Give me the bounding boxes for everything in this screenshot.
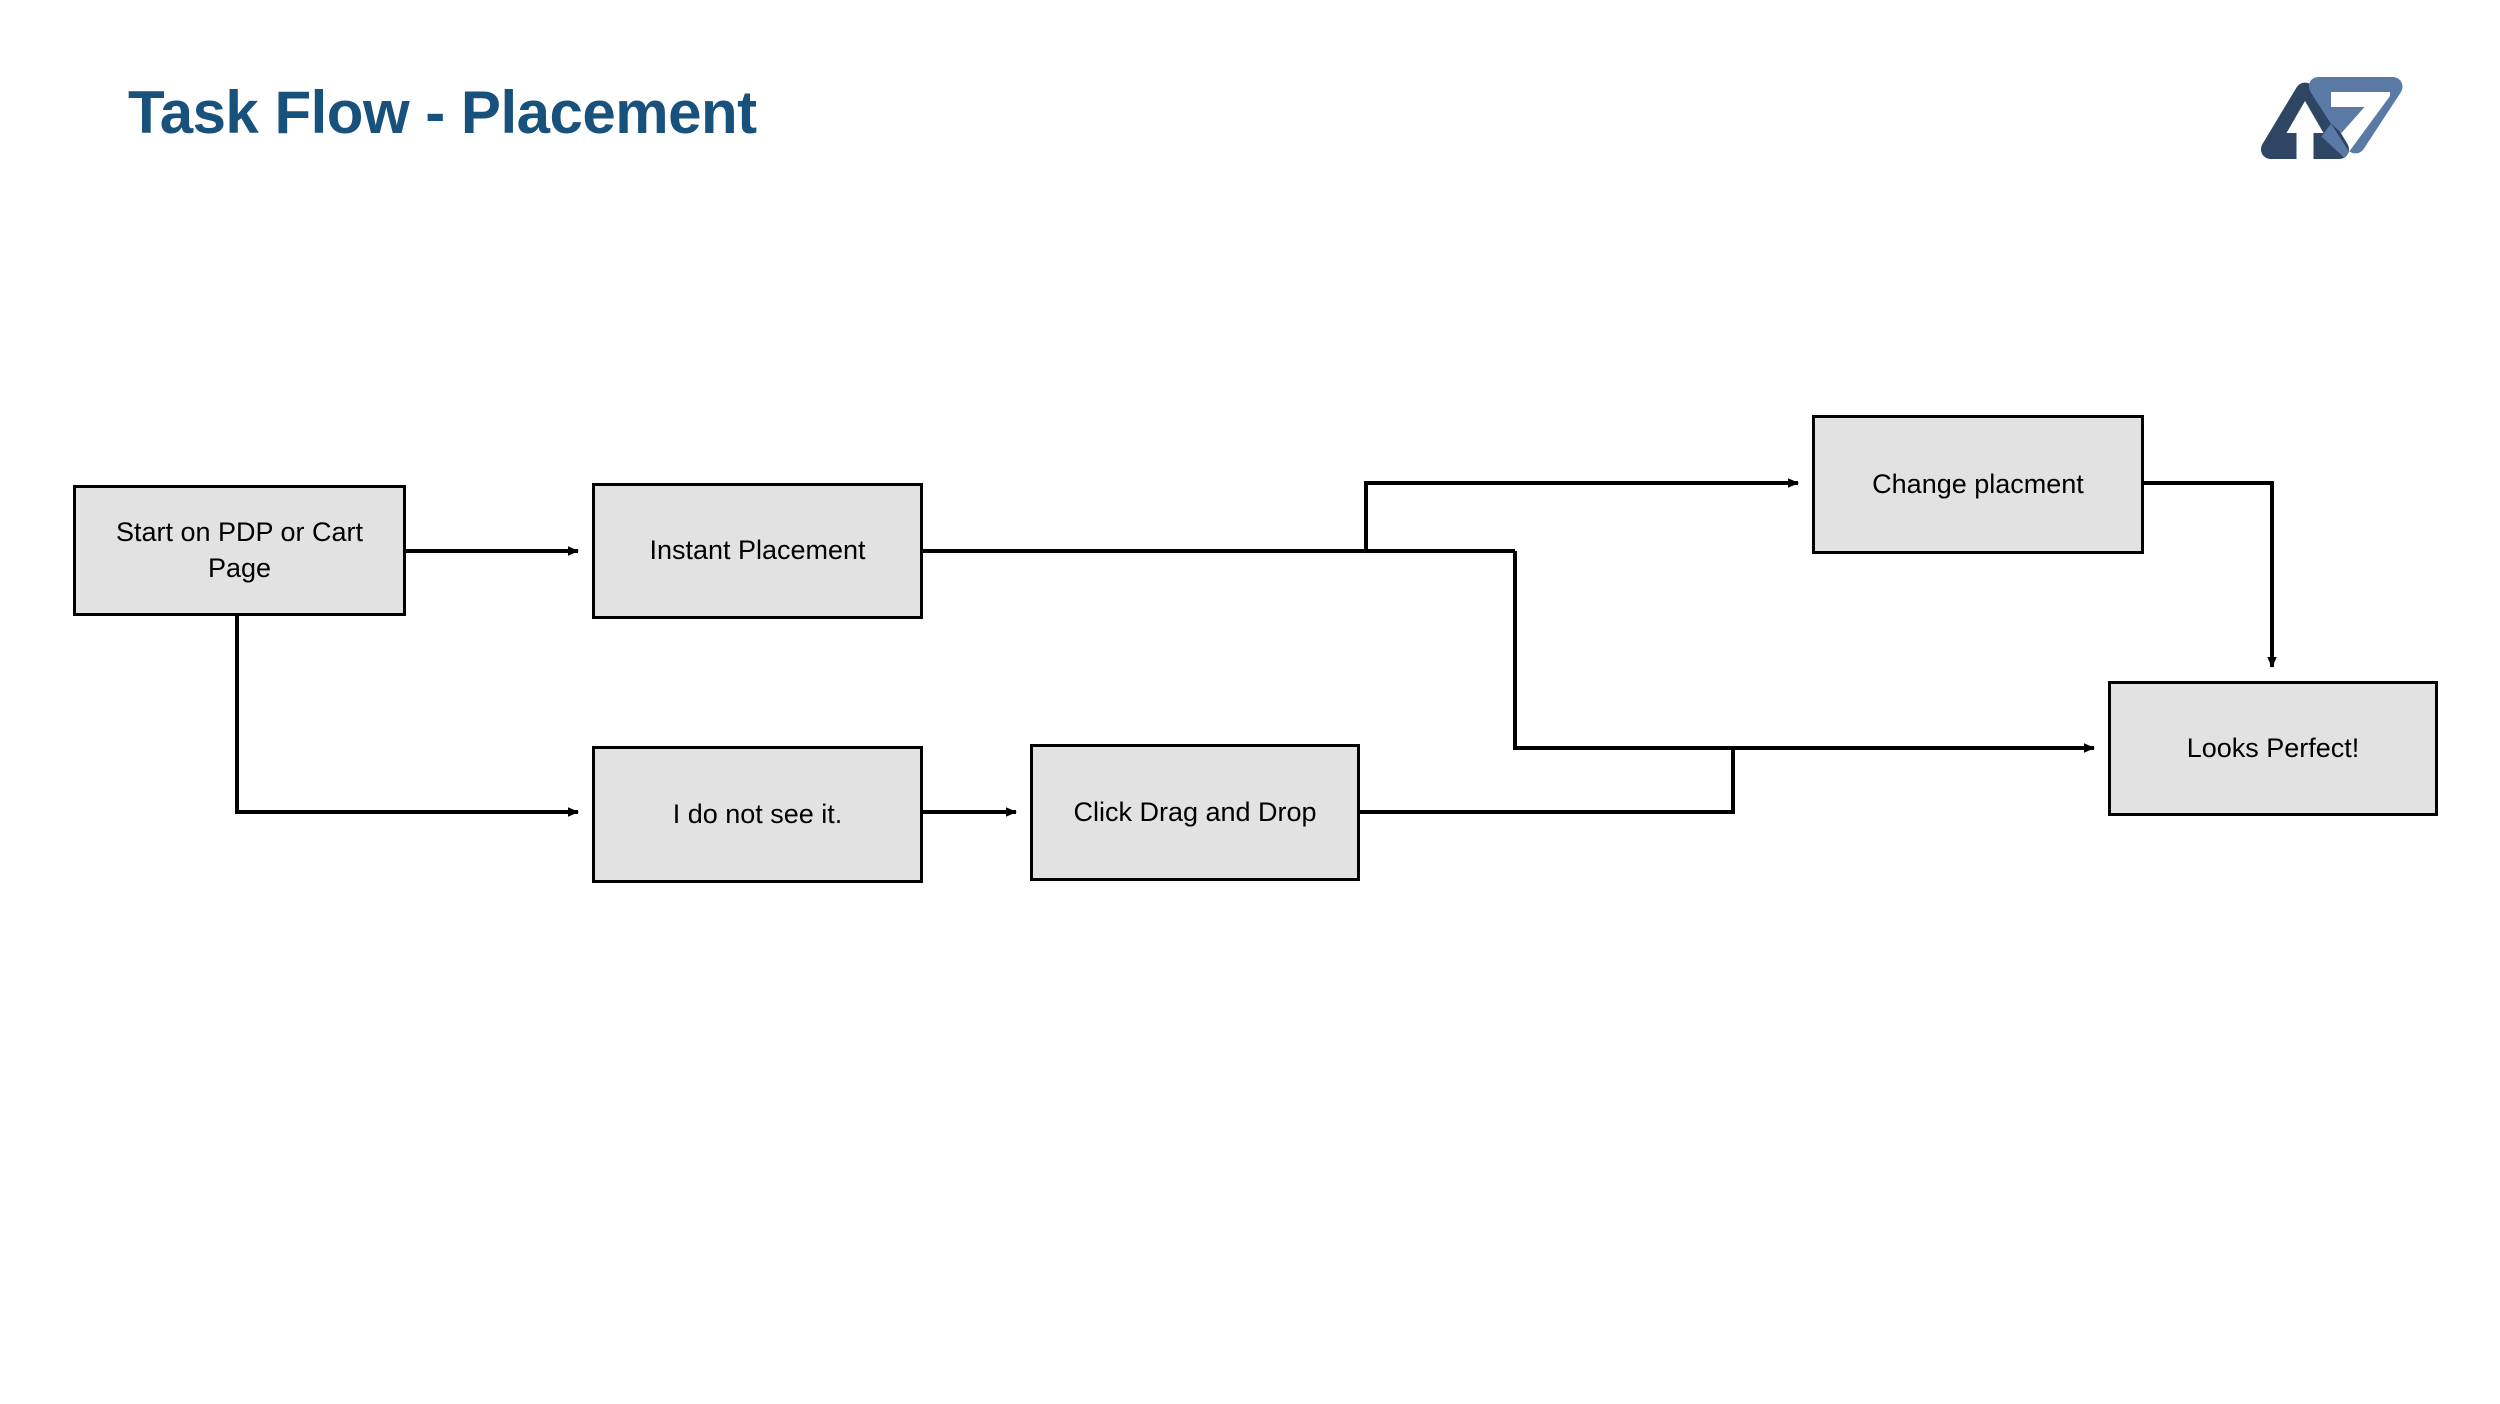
edge-start-to-notsee bbox=[235, 616, 579, 817]
flow-node-i-do-not-see-it-label: I do not see it. bbox=[672, 798, 843, 829]
edge-change-to-perfect bbox=[2144, 481, 2277, 668]
flow-node-instant-placement-label: Instant Placement bbox=[649, 535, 866, 566]
flow-node-click-drag-and-drop[interactable]: Click Drag and Drop bbox=[1030, 744, 1360, 881]
page-title: Task Flow - Placement bbox=[128, 79, 757, 146]
edge-instant-to-change bbox=[1364, 478, 1799, 551]
flow-node-instant-placement[interactable]: Instant Placement bbox=[592, 483, 923, 619]
flow-node-change-placement[interactable]: Change placment bbox=[1812, 415, 2144, 554]
flow-node-click-drag-and-drop-label: Click Drag and Drop bbox=[1073, 796, 1317, 827]
flow-node-change-placement-label: Change placment bbox=[1872, 468, 2084, 499]
flow-node-looks-perfect[interactable]: Looks Perfect! bbox=[2108, 681, 2438, 816]
flow-node-start-label: Start on PDP or Cart Page bbox=[115, 517, 364, 583]
edge-instant-to-perfect bbox=[1513, 551, 2095, 753]
edge-dragdrop-to-perfect bbox=[1360, 748, 1735, 814]
flow-node-i-do-not-see-it[interactable]: I do not see it. bbox=[592, 746, 923, 883]
flow-node-start[interactable]: Start on PDP or Cart Page bbox=[73, 485, 406, 616]
brand-logo bbox=[2243, 63, 2418, 166]
flow-node-looks-perfect-label: Looks Perfect! bbox=[2186, 732, 2360, 763]
brand-logo-icon bbox=[2261, 77, 2403, 159]
slide-header: Task Flow - Placement bbox=[0, 0, 2500, 220]
